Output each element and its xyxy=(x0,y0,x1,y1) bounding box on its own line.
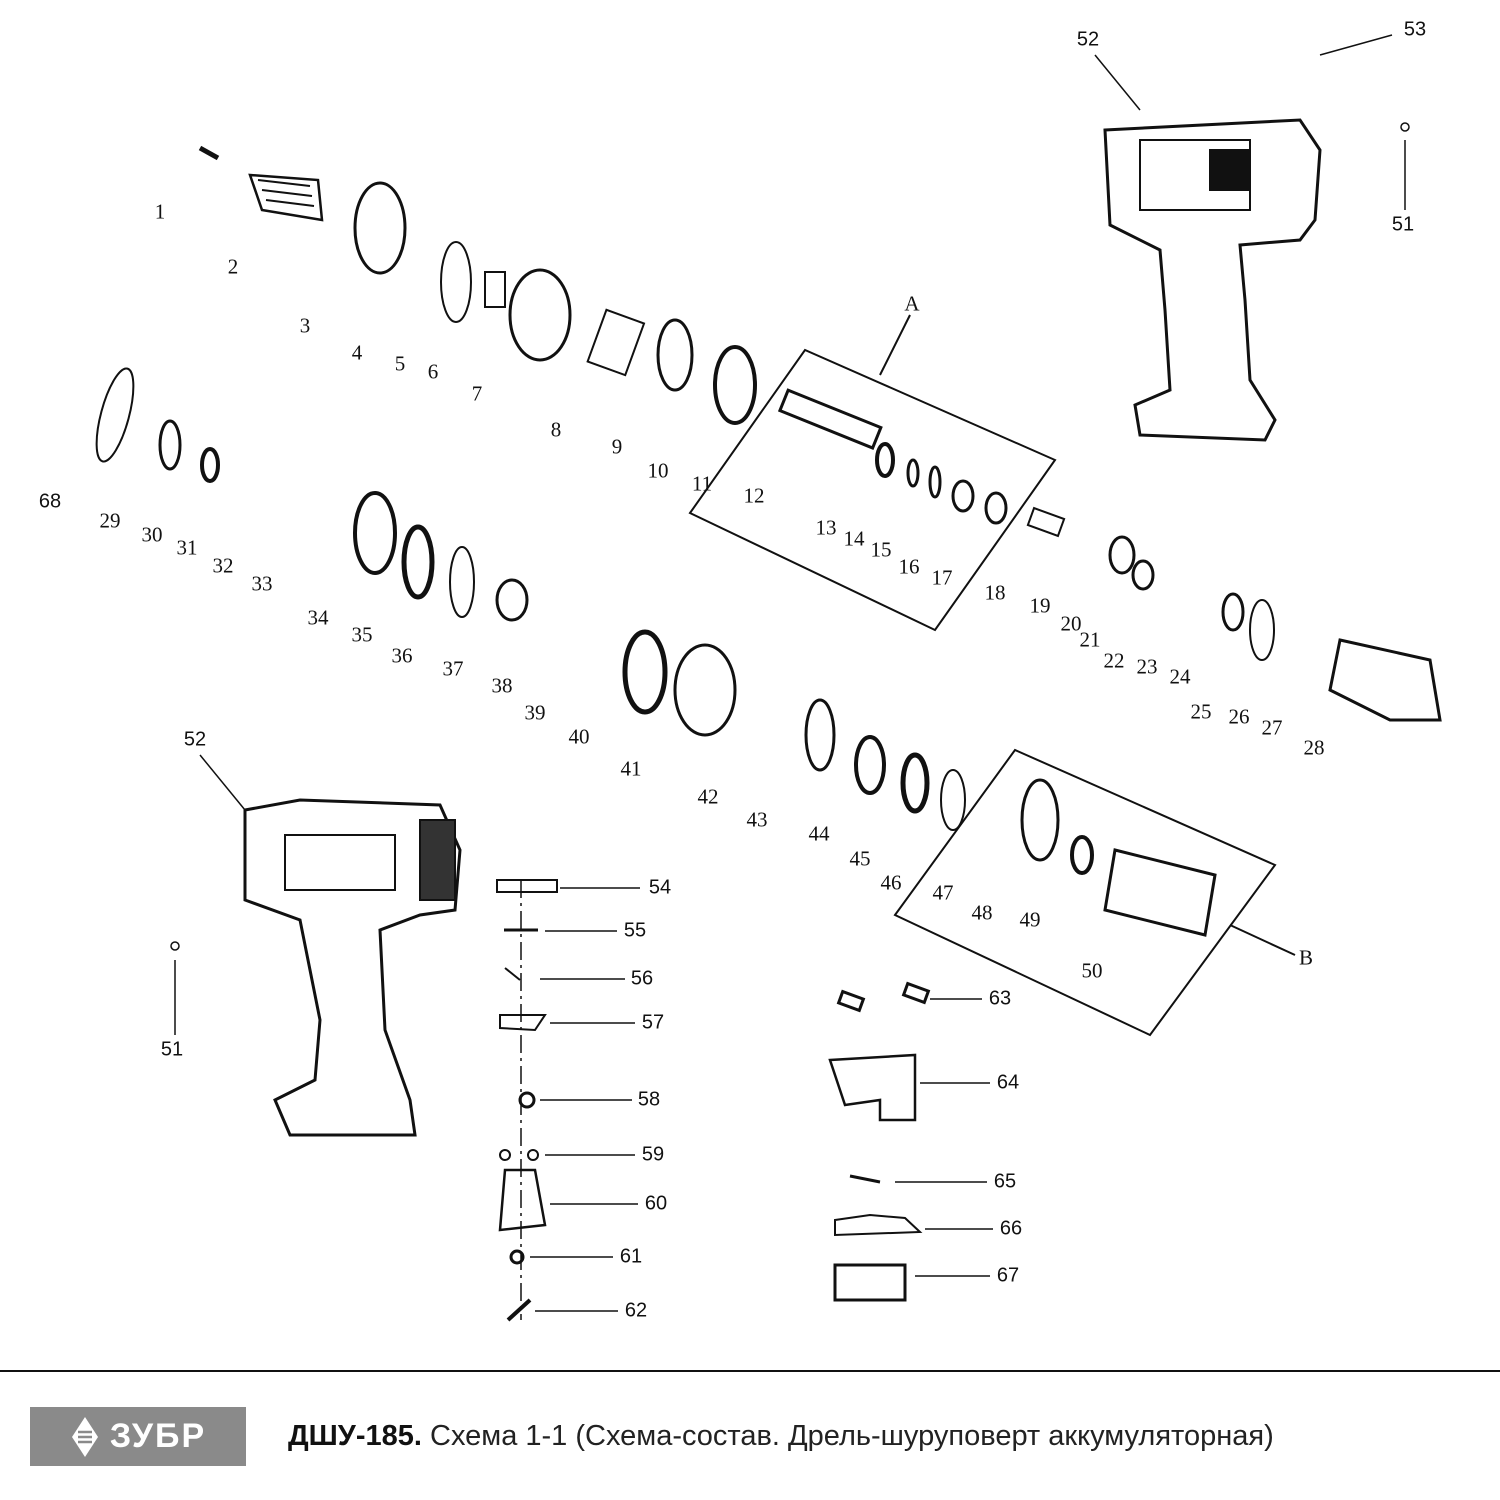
parts-drawing xyxy=(95,34,1442,1322)
callout-41: 41 xyxy=(620,756,642,781)
callout-59: 59 xyxy=(641,1143,665,1166)
callout-53: 53 xyxy=(1403,18,1427,41)
callout-68: 68 xyxy=(38,490,62,513)
callout-3: 3 xyxy=(299,313,311,338)
front-parts-row xyxy=(198,145,1008,525)
callout-33: 33 xyxy=(251,571,273,596)
diagram-title: ДШУ-185. Схема 1-1 (Схема-состав. Дрель-… xyxy=(288,1420,1274,1453)
housing-half-right xyxy=(1103,118,1322,442)
callout-32: 32 xyxy=(212,553,234,578)
callout-61: 61 xyxy=(619,1245,643,1268)
diagram-subtitle: Схема 1-1 (Схема-состав. Дрель-шуруповер… xyxy=(430,1420,1274,1452)
callout-7: 7 xyxy=(471,381,483,406)
leader-arrows xyxy=(170,34,1410,1312)
logo-arrow-icon xyxy=(71,1416,98,1457)
callout-28: 28 xyxy=(1303,735,1325,760)
assembly-a-frame xyxy=(688,348,1057,632)
callout-67: 67 xyxy=(996,1264,1020,1287)
callout-51: 51 xyxy=(1391,213,1415,236)
callout-18: 18 xyxy=(984,580,1006,605)
callout-13: 13 xyxy=(815,515,837,540)
logo-text: ЗУБР xyxy=(109,1417,207,1455)
brand-logo: ЗУБР xyxy=(30,1407,246,1466)
callout-49: 49 xyxy=(1019,907,1041,932)
callout-54: 54 xyxy=(648,876,672,899)
footer-divider xyxy=(0,1370,1500,1372)
callout-14: 14 xyxy=(843,526,865,551)
callout-20: 20 xyxy=(1060,611,1082,636)
assembly-b-frame xyxy=(893,748,1277,1037)
callout-17: 17 xyxy=(931,565,953,590)
callout-37: 37 xyxy=(442,656,464,681)
callout-22: 22 xyxy=(1103,648,1125,673)
callout-46: 46 xyxy=(880,870,902,895)
callout-51: 51 xyxy=(160,1038,184,1061)
callout-8: 8 xyxy=(550,417,562,442)
switch-parts xyxy=(496,879,931,1322)
callout-21: 21 xyxy=(1079,627,1101,652)
callout-66: 66 xyxy=(999,1217,1023,1240)
callout-15: 15 xyxy=(870,537,892,562)
callout-50: 50 xyxy=(1081,958,1103,983)
callout-31: 31 xyxy=(176,535,198,560)
callout-B: B xyxy=(1298,945,1314,970)
model-name: ДШУ-185. xyxy=(288,1420,422,1452)
callout-57: 57 xyxy=(641,1011,665,1034)
callout-55: 55 xyxy=(623,919,647,942)
callout-35: 35 xyxy=(351,622,373,647)
callout-29: 29 xyxy=(99,508,121,533)
callout-9: 9 xyxy=(611,434,623,459)
callout-65: 65 xyxy=(993,1170,1017,1193)
gearbox-parts-row xyxy=(95,367,1442,937)
callout-36: 36 xyxy=(391,643,413,668)
callout-12: 12 xyxy=(743,483,765,508)
callout-43: 43 xyxy=(746,807,768,832)
callout-30: 30 xyxy=(141,522,163,547)
callout-39: 39 xyxy=(524,700,546,725)
callout-48: 48 xyxy=(971,900,993,925)
callout-56: 56 xyxy=(630,967,654,990)
callout-27: 27 xyxy=(1261,715,1283,740)
callout-40: 40 xyxy=(568,724,590,749)
callout-6: 6 xyxy=(427,359,439,384)
callout-62: 62 xyxy=(624,1299,648,1322)
callout-2: 2 xyxy=(227,254,239,279)
callout-5: 5 xyxy=(394,351,406,376)
callout-52: 52 xyxy=(1076,28,1100,51)
callout-A: A xyxy=(904,291,920,316)
callout-16: 16 xyxy=(898,554,920,579)
callout-63: 63 xyxy=(988,987,1012,1010)
callout-45: 45 xyxy=(849,846,871,871)
callout-34: 34 xyxy=(307,605,329,630)
callout-38: 38 xyxy=(491,673,513,698)
callout-23: 23 xyxy=(1136,654,1158,679)
housing-half-left xyxy=(243,798,462,1137)
callout-25: 25 xyxy=(1190,699,1212,724)
callout-4: 4 xyxy=(351,340,363,365)
callout-60: 60 xyxy=(644,1192,668,1215)
callout-26: 26 xyxy=(1228,704,1250,729)
callout-44: 44 xyxy=(808,821,830,846)
callout-58: 58 xyxy=(637,1088,661,1111)
callout-47: 47 xyxy=(932,880,954,905)
callout-64: 64 xyxy=(996,1071,1020,1094)
callout-42: 42 xyxy=(697,784,719,809)
callout-10: 10 xyxy=(647,458,669,483)
callout-1: 1 xyxy=(154,199,166,224)
callout-52: 52 xyxy=(183,728,207,751)
callout-19: 19 xyxy=(1029,593,1051,618)
callout-24: 24 xyxy=(1169,664,1191,689)
callout-11: 11 xyxy=(691,471,713,496)
